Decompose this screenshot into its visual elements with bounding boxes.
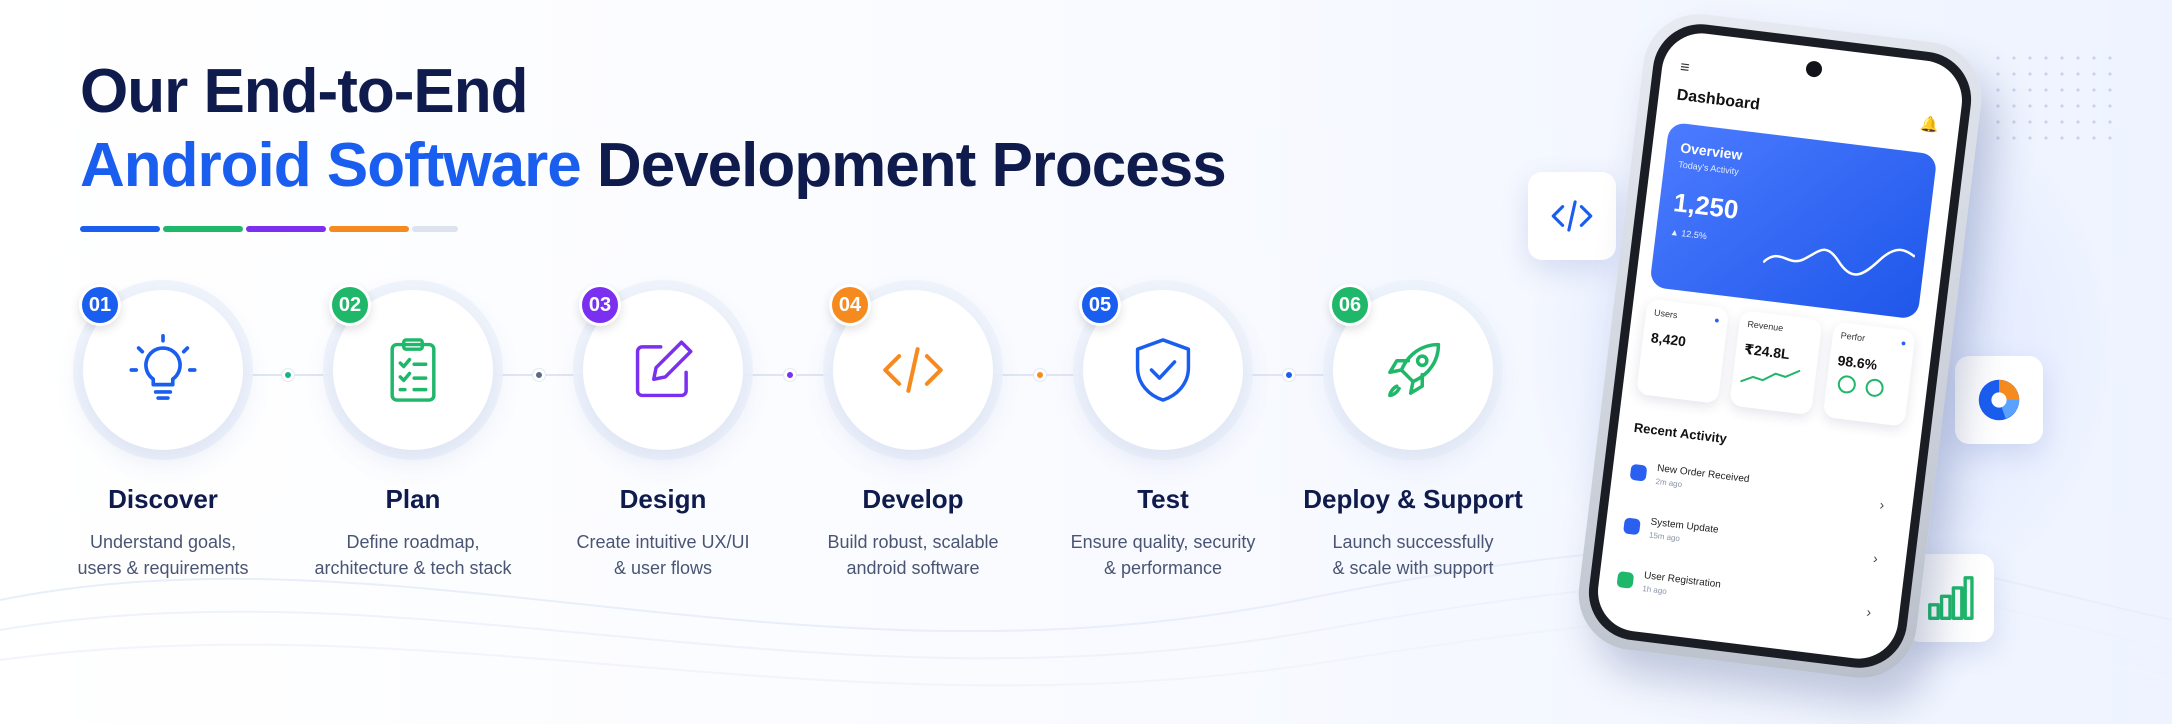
step-title: Plan <box>385 484 441 514</box>
menu-icon[interactable]: ≡ <box>1679 58 1691 77</box>
underline-segment <box>412 226 458 232</box>
user-icon: ● <box>1713 314 1721 326</box>
headline-line1: Our End-to-End <box>80 57 528 126</box>
step-title: Develop <box>862 484 964 514</box>
underline-segment <box>246 226 326 232</box>
floating-pie-card <box>1955 356 2043 444</box>
step-desc-line: architecture & tech stack <box>314 558 512 578</box>
step-title: Design <box>619 484 707 514</box>
headline-rest: Development Process <box>580 131 1227 200</box>
connector-dot <box>1034 369 1046 381</box>
camera-icon <box>1805 60 1823 78</box>
step-desc-line: Understand goals, <box>89 532 237 552</box>
code-icon <box>1551 200 1593 232</box>
overview-value: 1,250 <box>1671 187 1741 225</box>
stat-card-performance[interactable]: Perfor ● 98.6% <box>1822 321 1916 427</box>
chevron-right-icon: › <box>1865 603 1873 621</box>
underline-segment <box>329 226 409 232</box>
phone-mockup: ≡ Dashboard 🔔 Overview Today's Activity … <box>1572 7 1988 685</box>
dot-grid-decoration <box>1990 50 2120 140</box>
step-description: Launch successfully & scale with support <box>1288 529 1538 581</box>
connector-dot <box>533 369 545 381</box>
activity-time: 1h ago <box>1641 584 1668 596</box>
overview-card[interactable]: Overview Today's Activity 1,250 ▲ 12.5% <box>1649 121 1938 320</box>
mini-line-chart <box>1740 369 1801 383</box>
connector-dot <box>784 369 796 381</box>
update-icon <box>1623 517 1641 536</box>
edit-pencil-icon <box>635 340 693 398</box>
bell-icon[interactable]: 🔔 <box>1919 115 1941 135</box>
step-desc-line: & scale with support <box>1332 558 1494 578</box>
headline: Our End-to-End Android Software Developm… <box>80 55 1227 203</box>
lightbulb-icon <box>129 334 197 400</box>
stat-value: 8,420 <box>1650 329 1687 350</box>
step-number-badge: 01 <box>79 284 121 326</box>
step-title: Test <box>1137 484 1189 514</box>
shield-check-icon <box>1135 338 1191 402</box>
chevron-right-icon: › <box>1878 496 1886 513</box>
step-title: Discover <box>108 484 218 514</box>
step-desc-line: android software <box>846 558 980 578</box>
step-desc-line: & performance <box>1103 558 1223 578</box>
overview-title: Overview <box>1679 139 1744 163</box>
order-icon <box>1629 463 1648 482</box>
underline-segment <box>163 226 243 232</box>
stat-card-revenue[interactable]: Revenue ₹24.8L <box>1729 309 1823 416</box>
step-desc-line: Launch successfully <box>1332 532 1494 552</box>
stat-label: Users <box>1653 307 1679 321</box>
rocket-icon <box>1388 342 1441 398</box>
headline-accent: Android Software <box>80 131 582 200</box>
step-desc-line: & user flows <box>613 558 713 578</box>
step-desc-line: Create intuitive UX/UI <box>576 532 750 552</box>
step-discover: 01 Discover Understand goals, users & req… <box>38 284 288 581</box>
headline-line2: Android Software Development Process <box>80 129 1227 203</box>
recent-activity-title: Recent Activity <box>1633 419 1728 447</box>
progress-rings <box>1837 375 1884 397</box>
activity-time: 15m ago <box>1648 530 1681 544</box>
chevron-right-icon: › <box>1872 549 1879 567</box>
overview-subtitle: Today's Activity <box>1677 159 1740 177</box>
step-number-badge: 04 <box>829 284 871 326</box>
step-number-badge: 06 <box>1329 284 1371 326</box>
step-number-badge: 03 <box>579 284 621 326</box>
step-number-badge: 05 <box>1079 284 1121 326</box>
step-develop: 04 Develop Build robust, scalable android… <box>788 284 1038 581</box>
clipboard-checklist-icon <box>390 338 436 402</box>
step-deploy-support: 06 Deploy & Support Launch successfully &… <box>1288 284 1538 581</box>
stat-label: Perfor <box>1840 330 1866 344</box>
pie-chart-icon <box>1978 379 2020 421</box>
step-description: Define roadmap, architecture & tech stack <box>288 529 538 581</box>
step-design: 03 Design Create intuitive UX/UI & user f… <box>538 284 788 581</box>
sparkline <box>1762 248 1916 276</box>
user-icon: ● <box>1900 337 1907 349</box>
overview-change: ▲ 12.5% <box>1669 226 1708 242</box>
step-desc-line: Build robust, scalable <box>827 532 999 552</box>
connector-dot <box>282 369 294 381</box>
step-description: Ensure quality, security & performance <box>1038 529 1288 581</box>
headline-underline <box>80 226 458 232</box>
bar-chart-icon <box>1928 576 1974 620</box>
connector-dot <box>1283 369 1295 381</box>
phone-screen: ≡ Dashboard 🔔 Overview Today's Activity … <box>1593 28 1967 664</box>
step-title: Deploy & Support <box>1303 484 1523 514</box>
step-desc-line: Define roadmap, <box>346 532 480 552</box>
code-icon <box>883 347 943 393</box>
step-desc-line: Ensure quality, security <box>1070 532 1256 552</box>
step-description: Build robust, scalable android software <box>788 529 1038 581</box>
step-plan: 02 Plan Define roadmap, architecture & te… <box>288 284 538 581</box>
step-test: 05 Test Ensure quality, security & perfor… <box>1038 284 1288 581</box>
stat-label: Revenue <box>1746 318 1784 334</box>
step-description: Understand goals, users & requirements <box>38 529 288 581</box>
activity-time: 2m ago <box>1655 476 1683 490</box>
stat-card-users[interactable]: Users ● 8,420 <box>1636 298 1730 404</box>
step-desc-line: users & requirements <box>77 558 249 578</box>
step-icon-circle <box>583 290 743 450</box>
dashboard-title: Dashboard <box>1675 86 1761 114</box>
step-description: Create intuitive UX/UI & user flows <box>538 529 788 581</box>
user-registration-icon <box>1616 570 1635 589</box>
floating-code-card <box>1528 172 1616 260</box>
step-number-badge: 02 <box>329 284 371 326</box>
underline-segment <box>80 226 160 232</box>
